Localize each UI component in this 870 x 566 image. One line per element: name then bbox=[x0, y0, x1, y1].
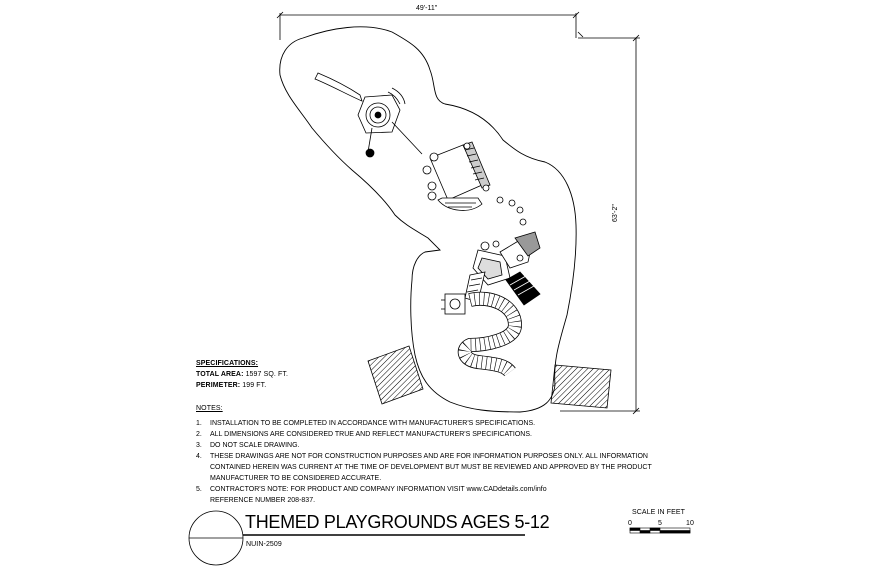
note-line: INSTALLATION TO BE COMPLETED IN ACCORDAN… bbox=[210, 420, 536, 427]
total-area: TOTAL AREA: 1597 SQ. FT. bbox=[196, 370, 288, 379]
scale-label: SCALE IN FEET bbox=[632, 509, 686, 516]
title-block-graphic bbox=[188, 510, 525, 566]
height-dimension bbox=[560, 31, 640, 415]
specifications-heading: SPECIFICATIONS: bbox=[196, 360, 259, 367]
perimeter-value: 199 FT. bbox=[242, 382, 267, 389]
hatched-pad-right bbox=[550, 364, 612, 409]
note-line: ALL DIMENSIONS ARE CONSIDERED TRUE AND R… bbox=[210, 431, 532, 438]
width-dimension bbox=[276, 11, 580, 40]
drawing-code: NUIN-2509 bbox=[246, 541, 282, 548]
note-item: 5. CONTRACTOR'S NOTE: FOR PRODUCT AND CO… bbox=[196, 484, 652, 506]
perimeter-label: PERIMETER: bbox=[196, 382, 241, 389]
width-dimension-label: 49'-11" bbox=[416, 5, 438, 12]
note-line: CONTAINED HEREIN WAS CURRENT AT THE TIME… bbox=[210, 464, 652, 471]
note-number: 4. bbox=[196, 453, 202, 460]
scale-tick-label: 5 bbox=[658, 520, 662, 527]
notes-heading: NOTES: bbox=[196, 405, 223, 412]
note-line: DO NOT SCALE DRAWING. bbox=[210, 442, 300, 449]
equipment-spinner bbox=[314, 72, 423, 158]
note-item: 2. ALL DIMENSIONS ARE CONSIDERED TRUE AN… bbox=[196, 429, 652, 440]
scale-tick-label: 0 bbox=[628, 520, 632, 527]
note-line: MANUFACTURER TO BE CONSIDERED ACCURATE. bbox=[210, 475, 382, 482]
equipment-tube-slide bbox=[457, 291, 523, 377]
scale-bar bbox=[629, 527, 691, 534]
playground-boundary bbox=[279, 26, 577, 413]
equipment-deck-structure bbox=[422, 141, 527, 226]
note-item: 1. INSTALLATION TO BE COMPLETED IN ACCOR… bbox=[196, 418, 652, 429]
notes-list: 1. INSTALLATION TO BE COMPLETED IN ACCOR… bbox=[196, 418, 652, 506]
scale-tick-label: 10 bbox=[686, 520, 694, 527]
note-number: 5. bbox=[196, 486, 202, 493]
total-area-label: TOTAL AREA: bbox=[196, 371, 244, 378]
hatched-pad-left bbox=[367, 345, 424, 405]
note-item: 3. DO NOT SCALE DRAWING. bbox=[196, 440, 652, 451]
note-number: 1. bbox=[196, 420, 202, 427]
note-number: 3. bbox=[196, 442, 202, 449]
total-area-value: 1597 SQ. FT. bbox=[245, 371, 289, 378]
note-line: CONTRACTOR'S NOTE: FOR PRODUCT AND COMPA… bbox=[210, 486, 547, 493]
perimeter: PERIMETER: 199 FT. bbox=[196, 381, 266, 390]
note-number: 2. bbox=[196, 431, 202, 438]
drawing-title: THEMED PLAYGROUNDS AGES 5-12 bbox=[245, 512, 550, 532]
note-line: THESE DRAWINGS ARE NOT FOR CONSTRUCTION … bbox=[210, 453, 648, 460]
height-dimension-label: 63'-2" bbox=[612, 204, 619, 222]
note-item: 4. THESE DRAWINGS ARE NOT FOR CONSTRUCTI… bbox=[196, 451, 652, 484]
note-line: REFERENCE NUMBER 208-837. bbox=[210, 497, 316, 504]
